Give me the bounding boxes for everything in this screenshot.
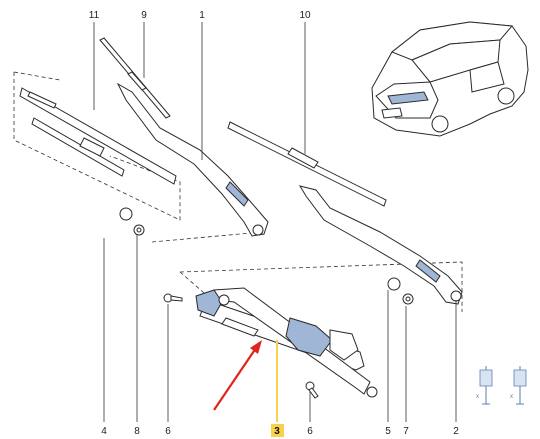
svg-text:x: x — [476, 394, 479, 400]
callout-label-6-left: 6 — [165, 426, 171, 437]
callout-label-10: 10 — [299, 10, 311, 21]
cap-4 — [119, 207, 133, 221]
callout-label-11: 11 — [89, 10, 100, 21]
orientation-icon: x x — [476, 366, 527, 405]
callout-3-highlight — [271, 424, 284, 437]
callout-label-2: 2 — [453, 426, 459, 437]
callout-label-3: 3 — [274, 426, 280, 437]
svg-text:x: x — [510, 394, 513, 400]
nut-8 — [133, 224, 145, 236]
wiper-linkage-motor — [195, 287, 378, 398]
callout-label-8: 8 — [134, 426, 140, 437]
nut-7 — [402, 293, 414, 305]
bolt-6-lower — [305, 381, 319, 399]
wiper-blade-right — [227, 121, 387, 207]
wiper-blade-rubber — [99, 37, 171, 119]
cap-5 — [387, 277, 401, 291]
wiper-blade-left-outer — [19, 87, 177, 185]
red-arrow-icon — [213, 340, 262, 411]
bolt-6-upper — [163, 293, 183, 303]
wiper-arm-right — [298, 185, 463, 305]
wiper-blade-left-inner — [31, 117, 125, 177]
wiper-arm-left — [116, 82, 269, 237]
callout-label-4: 4 — [101, 426, 107, 437]
callout-label-1: 1 — [199, 10, 205, 21]
callout-label-6-right: 6 — [307, 426, 313, 437]
vehicle-thumbnail — [371, 21, 529, 137]
leader-lines — [93, 22, 457, 422]
callout-label-9: 9 — [141, 10, 147, 21]
callout-label-7: 7 — [403, 426, 409, 437]
callout-label-5: 5 — [385, 426, 391, 437]
